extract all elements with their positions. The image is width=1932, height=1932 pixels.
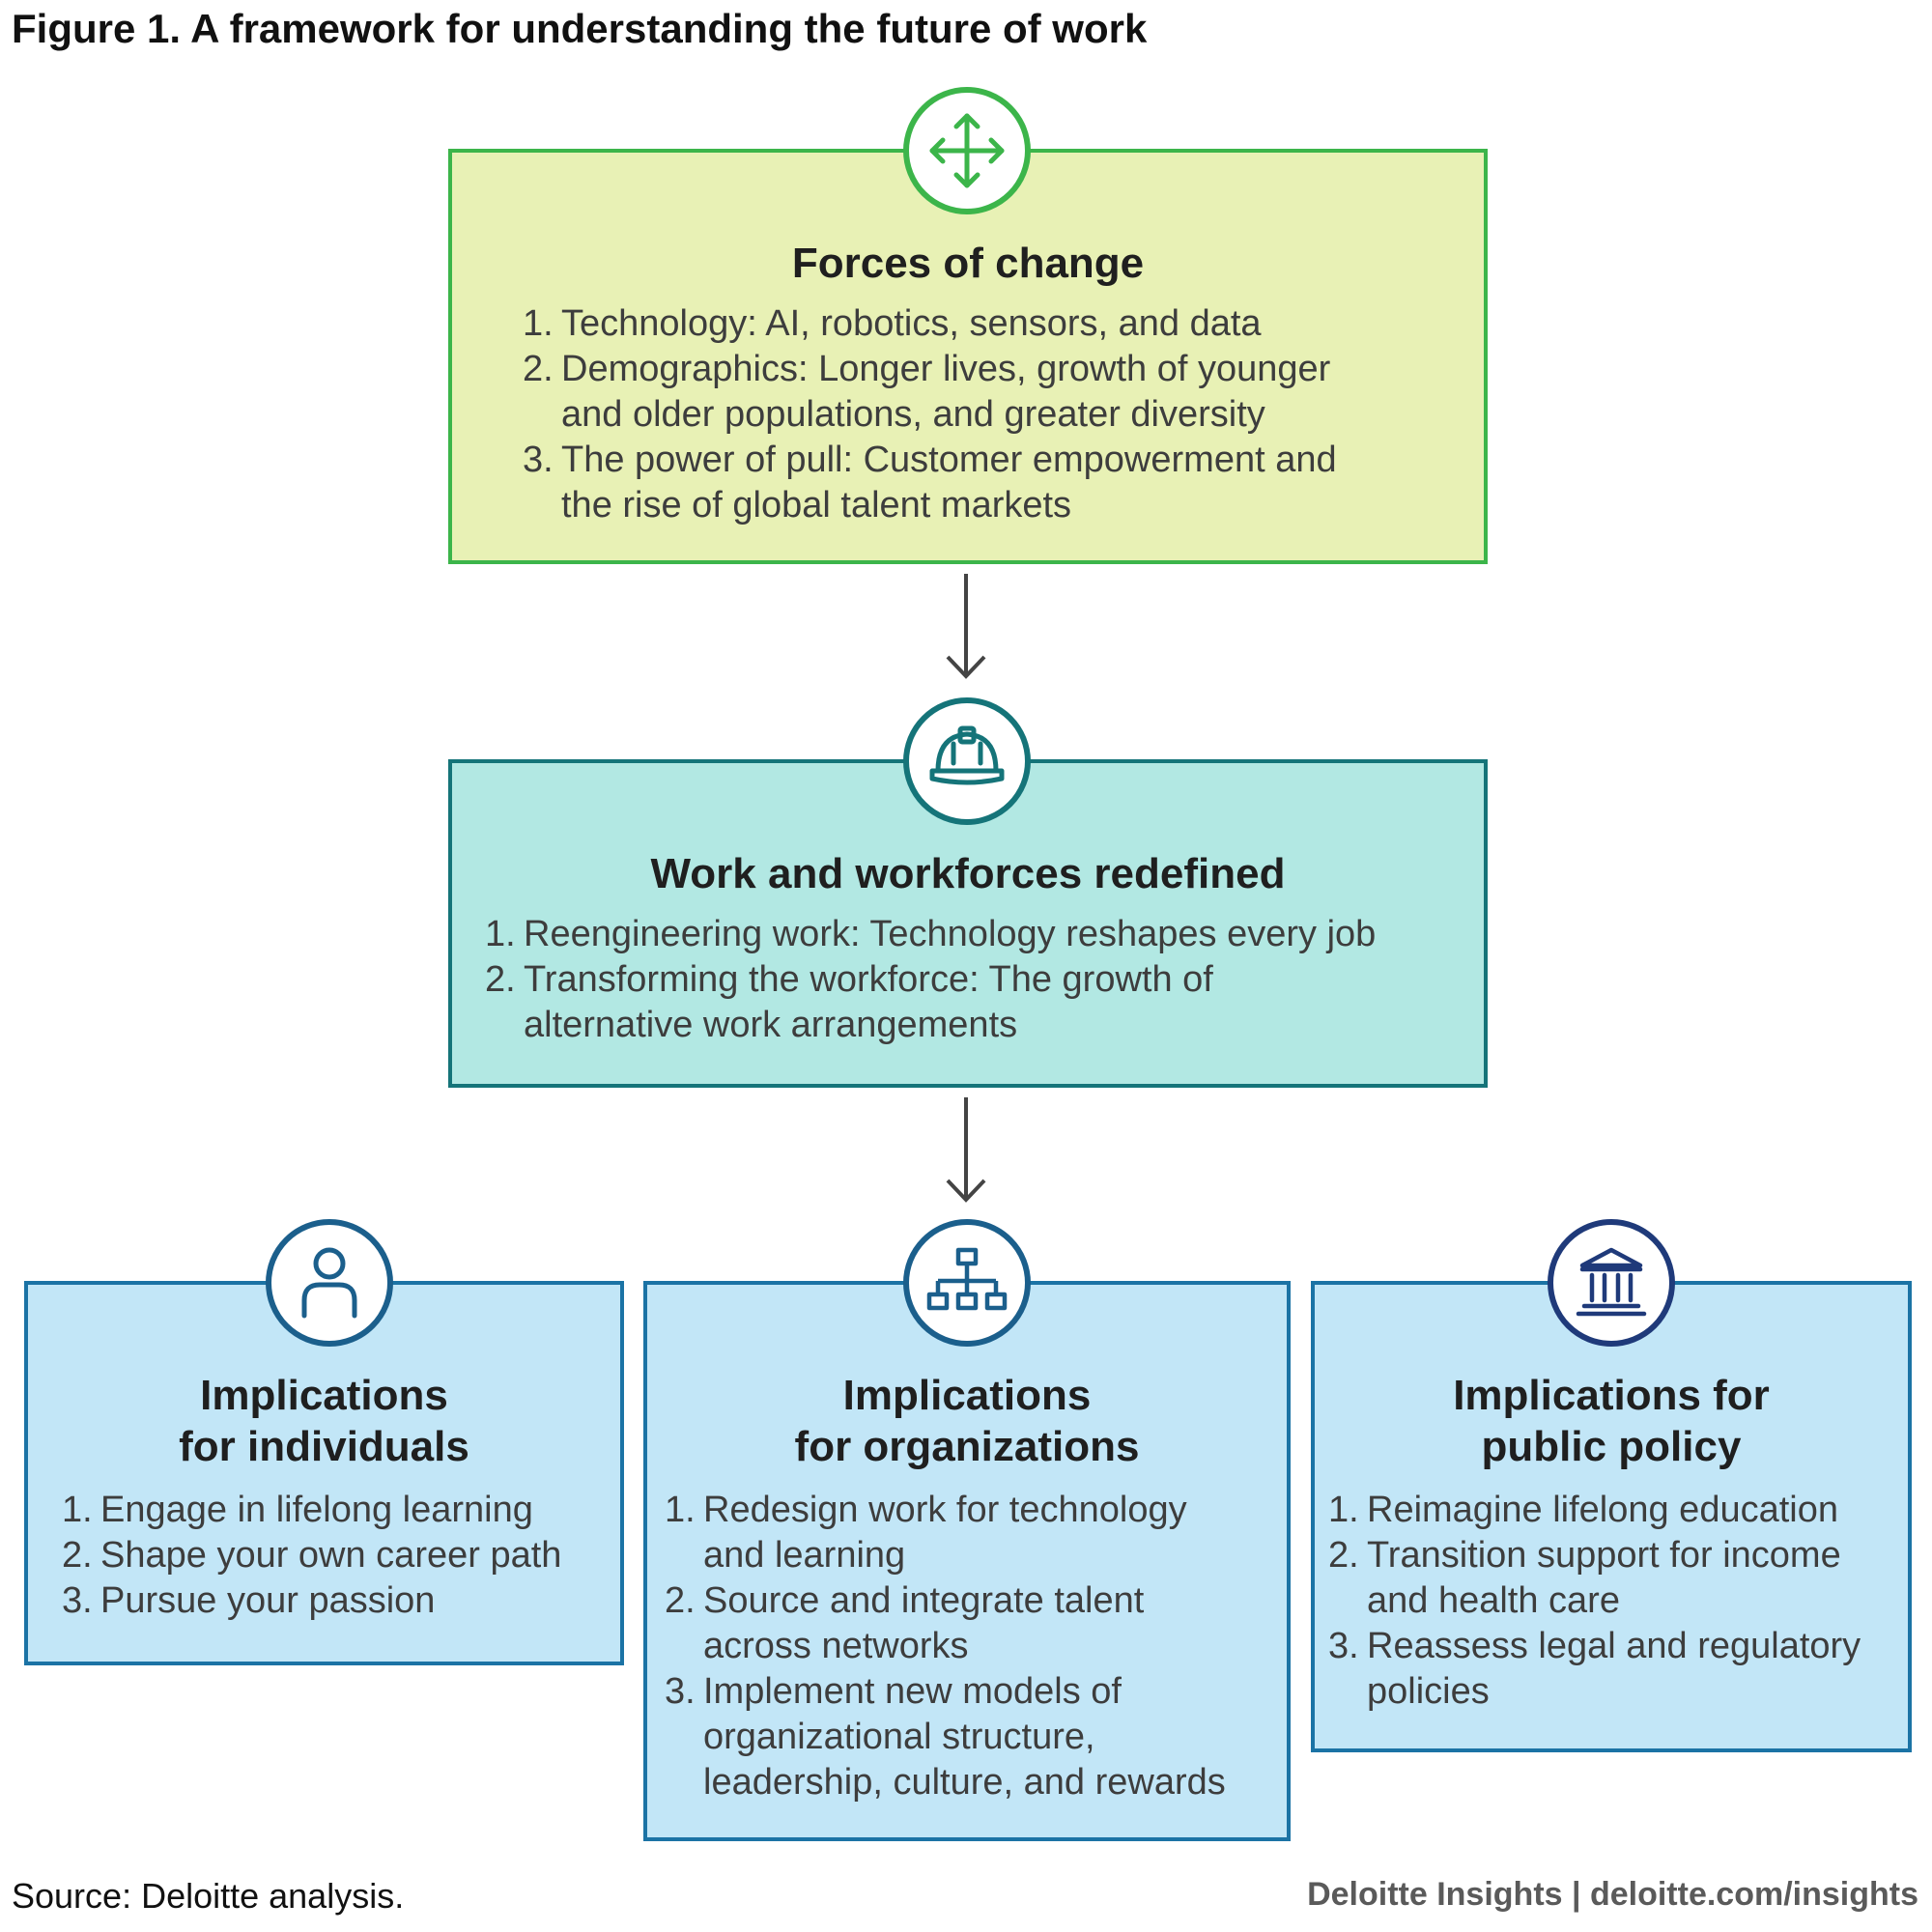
- list-item: 1.Reengineering work: Technology reshape…: [485, 914, 1377, 954]
- government-building-icon: [1548, 1219, 1675, 1347]
- individuals-list: 1.Engage in lifelong learning 2.Shape yo…: [62, 1488, 561, 1624]
- implications-public-policy-box: Implications for public policy 1.Reimagi…: [1311, 1281, 1912, 1752]
- policy-list: 1.Reimagine lifelong education 2.Transit…: [1328, 1488, 1861, 1715]
- arrow-down-2: [946, 1097, 986, 1203]
- forces-of-change-box: Forces of change 1.Technology: AI, robot…: [448, 149, 1488, 564]
- forces-list: 1.Technology: AI, robotics, sensors, and…: [523, 301, 1337, 528]
- policy-title-line2: public policy: [1481, 1423, 1742, 1470]
- person-icon: [266, 1219, 393, 1347]
- list-item: 1.Reimagine lifelong education: [1328, 1490, 1838, 1530]
- work-title: Work and workforces redefined: [650, 850, 1286, 897]
- list-item: 3.The power of pull: Customer empowermen…: [523, 440, 1337, 526]
- list-item: 2.Transition support for income and heal…: [1328, 1535, 1841, 1621]
- list-item: 1.Technology: AI, robotics, sensors, and…: [523, 303, 1262, 344]
- work-list: 1.Reengineering work: Technology reshape…: [485, 912, 1376, 1048]
- organizations-title-line2: for organizations: [794, 1423, 1140, 1470]
- list-item: 3.Pursue your passion: [62, 1580, 436, 1621]
- list-item: 3.Reassess legal and regulatory policies: [1328, 1626, 1861, 1712]
- source-note: Source: Deloitte analysis.: [12, 1876, 405, 1916]
- org-chart-icon: [903, 1219, 1031, 1347]
- hard-hat-icon: [903, 697, 1031, 825]
- brand-footer: Deloitte Insights | deloitte.com/insight…: [1307, 1876, 1918, 1913]
- organizations-list: 1.Redesign work for technology and learn…: [665, 1488, 1226, 1805]
- arrow-down-1: [946, 574, 986, 679]
- organizations-title-line1: Implications: [842, 1372, 1092, 1419]
- move-arrows-icon: [903, 87, 1031, 214]
- policy-title-line1: Implications for: [1453, 1372, 1770, 1419]
- list-item: 2.Demographics: Longer lives, growth of …: [523, 349, 1331, 435]
- individuals-title-line2: for individuals: [179, 1423, 469, 1470]
- list-item: 2.Source and integrate talent across net…: [665, 1580, 1145, 1666]
- list-item: 2.Transforming the workforce: The growth…: [485, 959, 1213, 1045]
- individuals-title-line1: Implications: [200, 1372, 448, 1419]
- implications-organizations-box: Implications for organizations 1.Redesig…: [643, 1281, 1291, 1841]
- list-item: 2.Shape your own career path: [62, 1535, 562, 1576]
- figure-title: Figure 1. A framework for understanding …: [12, 6, 1148, 51]
- list-item: 1.Redesign work for technology and learn…: [665, 1490, 1187, 1576]
- forces-title: Forces of change: [791, 240, 1145, 287]
- list-item: 1.Engage in lifelong learning: [62, 1490, 533, 1530]
- list-item: 3.Implement new models of organizational…: [665, 1671, 1226, 1803]
